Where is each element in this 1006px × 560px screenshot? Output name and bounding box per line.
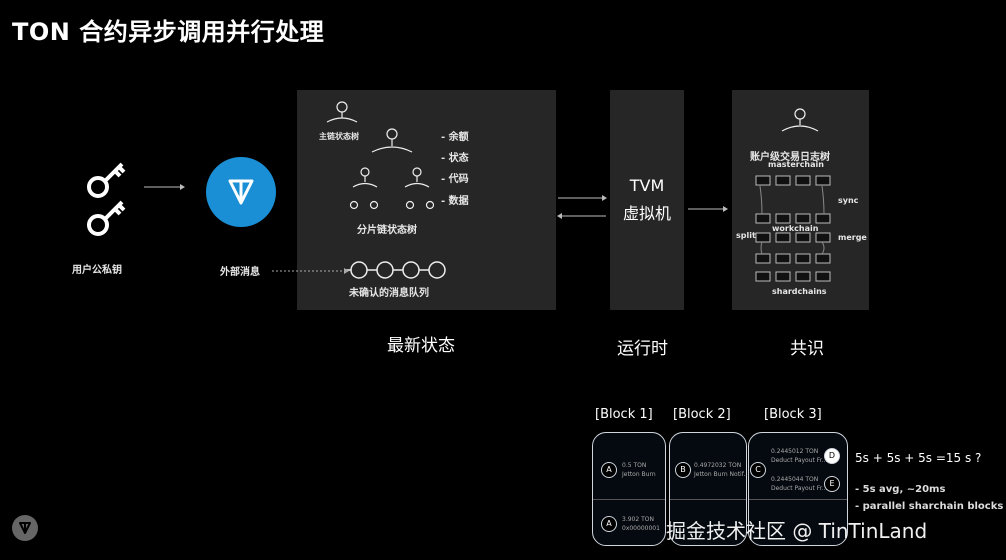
queue-label: 未确认的消息队列 xyxy=(349,288,429,299)
arrow-msg-to-queue xyxy=(272,268,349,274)
ton-logo xyxy=(206,157,276,227)
merge-label: merge xyxy=(838,233,867,242)
key-label: 用户公私钥 xyxy=(72,265,122,276)
main-tree-label: 主链状态树 xyxy=(319,132,359,141)
block-2-header: [Block 2] xyxy=(673,407,731,422)
state-tree-graphic xyxy=(326,101,446,279)
block-2-card xyxy=(669,432,747,546)
block-1-divider xyxy=(593,499,665,500)
time-equation: 5s + 5s + 5s =15 s ? xyxy=(855,451,982,465)
tx-log-tree-label: 账户级交易日志树 xyxy=(750,152,830,163)
state-caption: 最新状态 xyxy=(387,336,455,356)
block-3-header: [Block 3] xyxy=(764,407,822,422)
tx-c-badge: C xyxy=(750,462,766,478)
block-2-divider xyxy=(670,499,746,500)
tvm-label: TVM xyxy=(629,176,665,195)
note-avg: - 5s avg, ~20ms xyxy=(855,484,946,495)
block-3-divider xyxy=(749,499,847,500)
tx-e-desc: Deduct Payout Fr... xyxy=(771,485,828,492)
vm-label: 虚拟机 xyxy=(622,204,671,223)
consensus-caption: 共识 xyxy=(790,339,824,359)
tx-d-desc: Deduct Payout Fr... xyxy=(771,457,828,464)
attr-balance: - 余额 xyxy=(441,132,469,143)
attr-data: - 数据 xyxy=(441,196,469,207)
split-label: split xyxy=(736,231,756,240)
runtime-panel: TVM 虚拟机 xyxy=(610,90,684,310)
tx-a-amount: 0.5 TON xyxy=(622,462,647,469)
state-panel: 主链状态树 - 余额 - 状态 - 代码 - 数据 分片链状态树 未确认的消息队… xyxy=(297,90,556,310)
sync-label: sync xyxy=(838,196,859,205)
arrow-runtime-to-consensus xyxy=(688,206,728,212)
tx-a2-amount: 3.902 TON xyxy=(622,516,654,523)
tx-a-desc: Jetton Burn xyxy=(622,471,656,478)
attr-code: - 代码 xyxy=(441,174,469,185)
ext-msg-label: 外部消息 xyxy=(220,267,260,278)
workchain-label: workchain xyxy=(772,224,819,233)
ton-small-logo xyxy=(12,515,38,541)
tx-d-amount: 0.2445012 TON xyxy=(771,448,819,455)
key-icon xyxy=(87,162,126,236)
page-title: TON 合约异步调用并行处理 xyxy=(12,18,325,46)
runtime-caption: 运行时 xyxy=(617,339,668,359)
note-parallel: - parallel sharchain blocks xyxy=(855,501,1004,512)
tx-d-badge: D xyxy=(824,448,840,464)
masterchain-label: masterchain xyxy=(768,160,824,169)
ton-small-diamond-icon xyxy=(19,522,31,534)
tx-b-badge: B xyxy=(675,462,691,478)
tx-b-desc: Jetton Burn Notif... xyxy=(694,471,750,478)
consensus-graphic xyxy=(755,108,831,282)
consensus-panel: 账户级交易日志树 masterchain sync workchain spli… xyxy=(732,90,869,310)
tx-a-badge: A xyxy=(601,462,617,478)
tx-b-amount: 0.4972032 TON xyxy=(694,462,742,469)
tx-e-amount: 0.2445044 TON xyxy=(771,476,819,483)
shardchains-label: shardchains xyxy=(772,287,827,296)
arrow-key-to-ton xyxy=(144,184,185,190)
tx-a2-badge: A xyxy=(601,516,617,532)
block-1-header: [Block 1] xyxy=(595,407,653,422)
arrows-state-runtime xyxy=(557,195,607,219)
tx-a2-desc: 0x00000001 xyxy=(622,525,660,532)
shard-tree-label: 分片链状态树 xyxy=(357,225,417,236)
watermark: 掘金技术社区 @ TinTinLand xyxy=(666,519,928,543)
ton-diamond-icon xyxy=(228,179,254,205)
attr-state: - 状态 xyxy=(441,153,469,164)
tx-e-badge: E xyxy=(824,476,840,492)
